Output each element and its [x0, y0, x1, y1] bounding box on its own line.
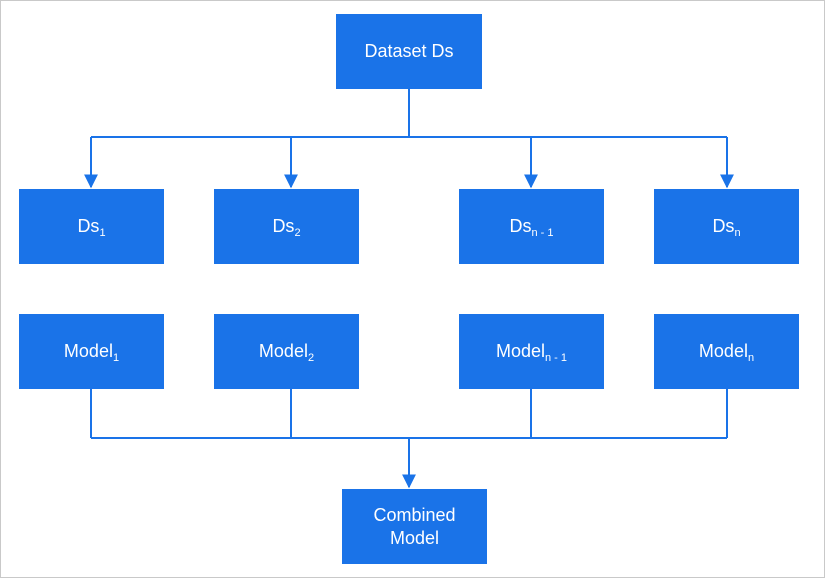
model-base: Model [63, 341, 113, 361]
subset-label: Dsn [712, 215, 741, 239]
subset-subscript: n - 1 [531, 227, 554, 239]
subset-base: Ds [712, 216, 735, 236]
subset-subscript: n [734, 227, 741, 239]
subset-label: Ds2 [272, 215, 301, 239]
subset-label: Ds1 [77, 215, 106, 239]
model-box-2: Model2 [214, 314, 359, 389]
subset-base: Ds [77, 216, 100, 236]
model-base: Model [258, 341, 308, 361]
dataset-box: Dataset Ds [336, 14, 482, 89]
model-subscript: 1 [112, 352, 120, 364]
subset-subscript: 2 [294, 227, 301, 239]
model-box-1: Model1 [19, 314, 164, 389]
model-label: Model2 [258, 340, 315, 364]
subset-box-2: Ds2 [214, 189, 359, 264]
model-box-n-1: Modeln - 1 [459, 314, 604, 389]
model-subscript: 2 [307, 352, 315, 364]
model-label: Model1 [63, 340, 120, 364]
subset-label: Dsn - 1 [509, 215, 554, 239]
model-subscript: n [747, 352, 755, 364]
model-base: Model [698, 341, 748, 361]
subset-box-n: Dsn [654, 189, 799, 264]
subset-box-n-1: Dsn - 1 [459, 189, 604, 264]
model-base: Model [495, 341, 545, 361]
subset-base: Ds [509, 216, 532, 236]
combined-label-line-1: Combined [373, 504, 456, 525]
combined-label-line-2: Model [389, 527, 440, 548]
subset-subscript: 1 [99, 227, 106, 239]
model-box-n: Modeln [654, 314, 799, 389]
dataset-label: Dataset Ds [364, 41, 454, 61]
model-subscript: n - 1 [545, 352, 568, 364]
combined-model-box: Combined Model [342, 489, 487, 564]
model-label: Modeln - 1 [495, 340, 568, 364]
subset-box-1: Ds1 [19, 189, 164, 264]
subset-base: Ds [272, 216, 295, 236]
model-label: Modeln [698, 340, 755, 364]
